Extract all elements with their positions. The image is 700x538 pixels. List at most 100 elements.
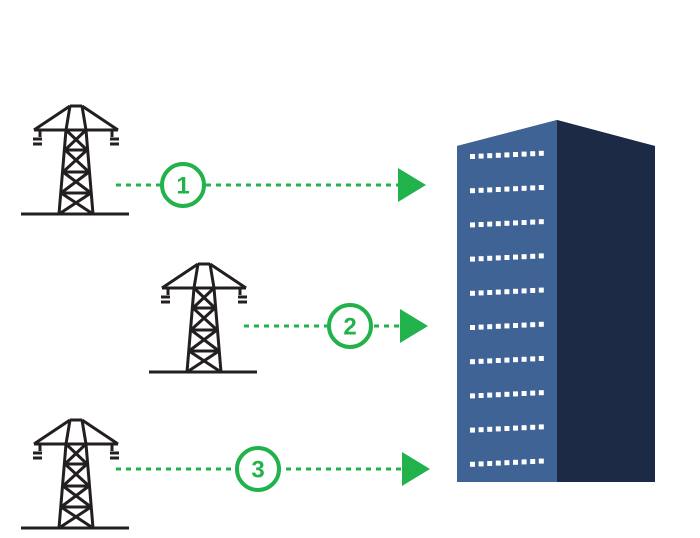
window [538,424,544,430]
window [513,288,518,294]
window [530,288,536,293]
window [495,255,501,261]
window [478,153,484,159]
window [538,458,544,464]
window [521,322,527,328]
window [538,287,544,293]
window [470,325,475,330]
window [478,256,484,262]
window [478,427,484,433]
window [470,427,475,433]
window [504,220,510,226]
window [504,152,510,158]
window [470,393,475,399]
window [495,358,501,363]
window [470,359,475,365]
window [521,459,527,465]
window [530,424,536,430]
arrow-head-icon [402,452,430,486]
window [513,152,518,157]
window [487,153,493,159]
window [487,392,493,398]
window [487,461,493,466]
step-badge [160,162,206,208]
window [521,185,527,191]
window [470,154,475,159]
step-badge [235,446,281,492]
window [487,187,493,193]
window [538,390,544,396]
window [478,187,484,193]
window [495,460,501,466]
window [495,221,501,227]
step-badge [327,303,373,349]
power-tower-icon [21,418,129,530]
step-label: 3 [251,457,264,484]
window [495,392,501,398]
connection-2: 2 [244,303,428,349]
window [504,357,510,363]
connection-3: 3 [116,446,430,492]
arrow-head-icon [400,309,428,343]
window [521,151,527,157]
window [478,358,484,364]
window [513,323,518,328]
step-label: 1 [176,173,189,200]
window [513,357,518,363]
window [504,255,510,260]
window [495,152,501,158]
step-label: 2 [343,314,356,341]
window [470,256,475,262]
window [521,356,527,362]
window [478,324,484,330]
window [478,461,484,467]
window [521,391,527,396]
window [530,253,536,259]
building-side [557,120,655,482]
window [504,289,510,295]
window [495,426,501,432]
power-tower-icon [21,104,129,216]
window [530,322,536,328]
window [478,290,484,296]
window [530,459,536,464]
window [513,459,518,465]
window [504,186,510,192]
window [495,187,501,192]
window [538,185,544,190]
window [530,356,536,362]
connection-1: 1 [116,162,426,208]
window [538,356,544,361]
window [470,461,475,467]
window [530,151,536,157]
arrow-head-icon [398,168,426,202]
window [530,185,536,191]
building-windows [470,150,544,467]
window [504,323,510,329]
window [521,425,527,431]
window [487,358,493,364]
power-tower-icon [149,262,257,374]
window [513,391,518,397]
window [521,288,527,294]
window [538,321,544,327]
window [470,222,475,228]
window [521,254,527,260]
window [504,426,510,431]
window [470,188,475,194]
window [530,390,536,396]
window [478,222,484,227]
window [470,290,475,296]
window [513,220,518,226]
window [504,460,510,466]
window [487,290,493,295]
window [521,220,527,225]
window [487,255,493,261]
window [538,219,544,225]
window [495,289,501,295]
window [513,186,518,192]
window [487,426,493,432]
window [478,393,484,398]
window [487,221,493,227]
